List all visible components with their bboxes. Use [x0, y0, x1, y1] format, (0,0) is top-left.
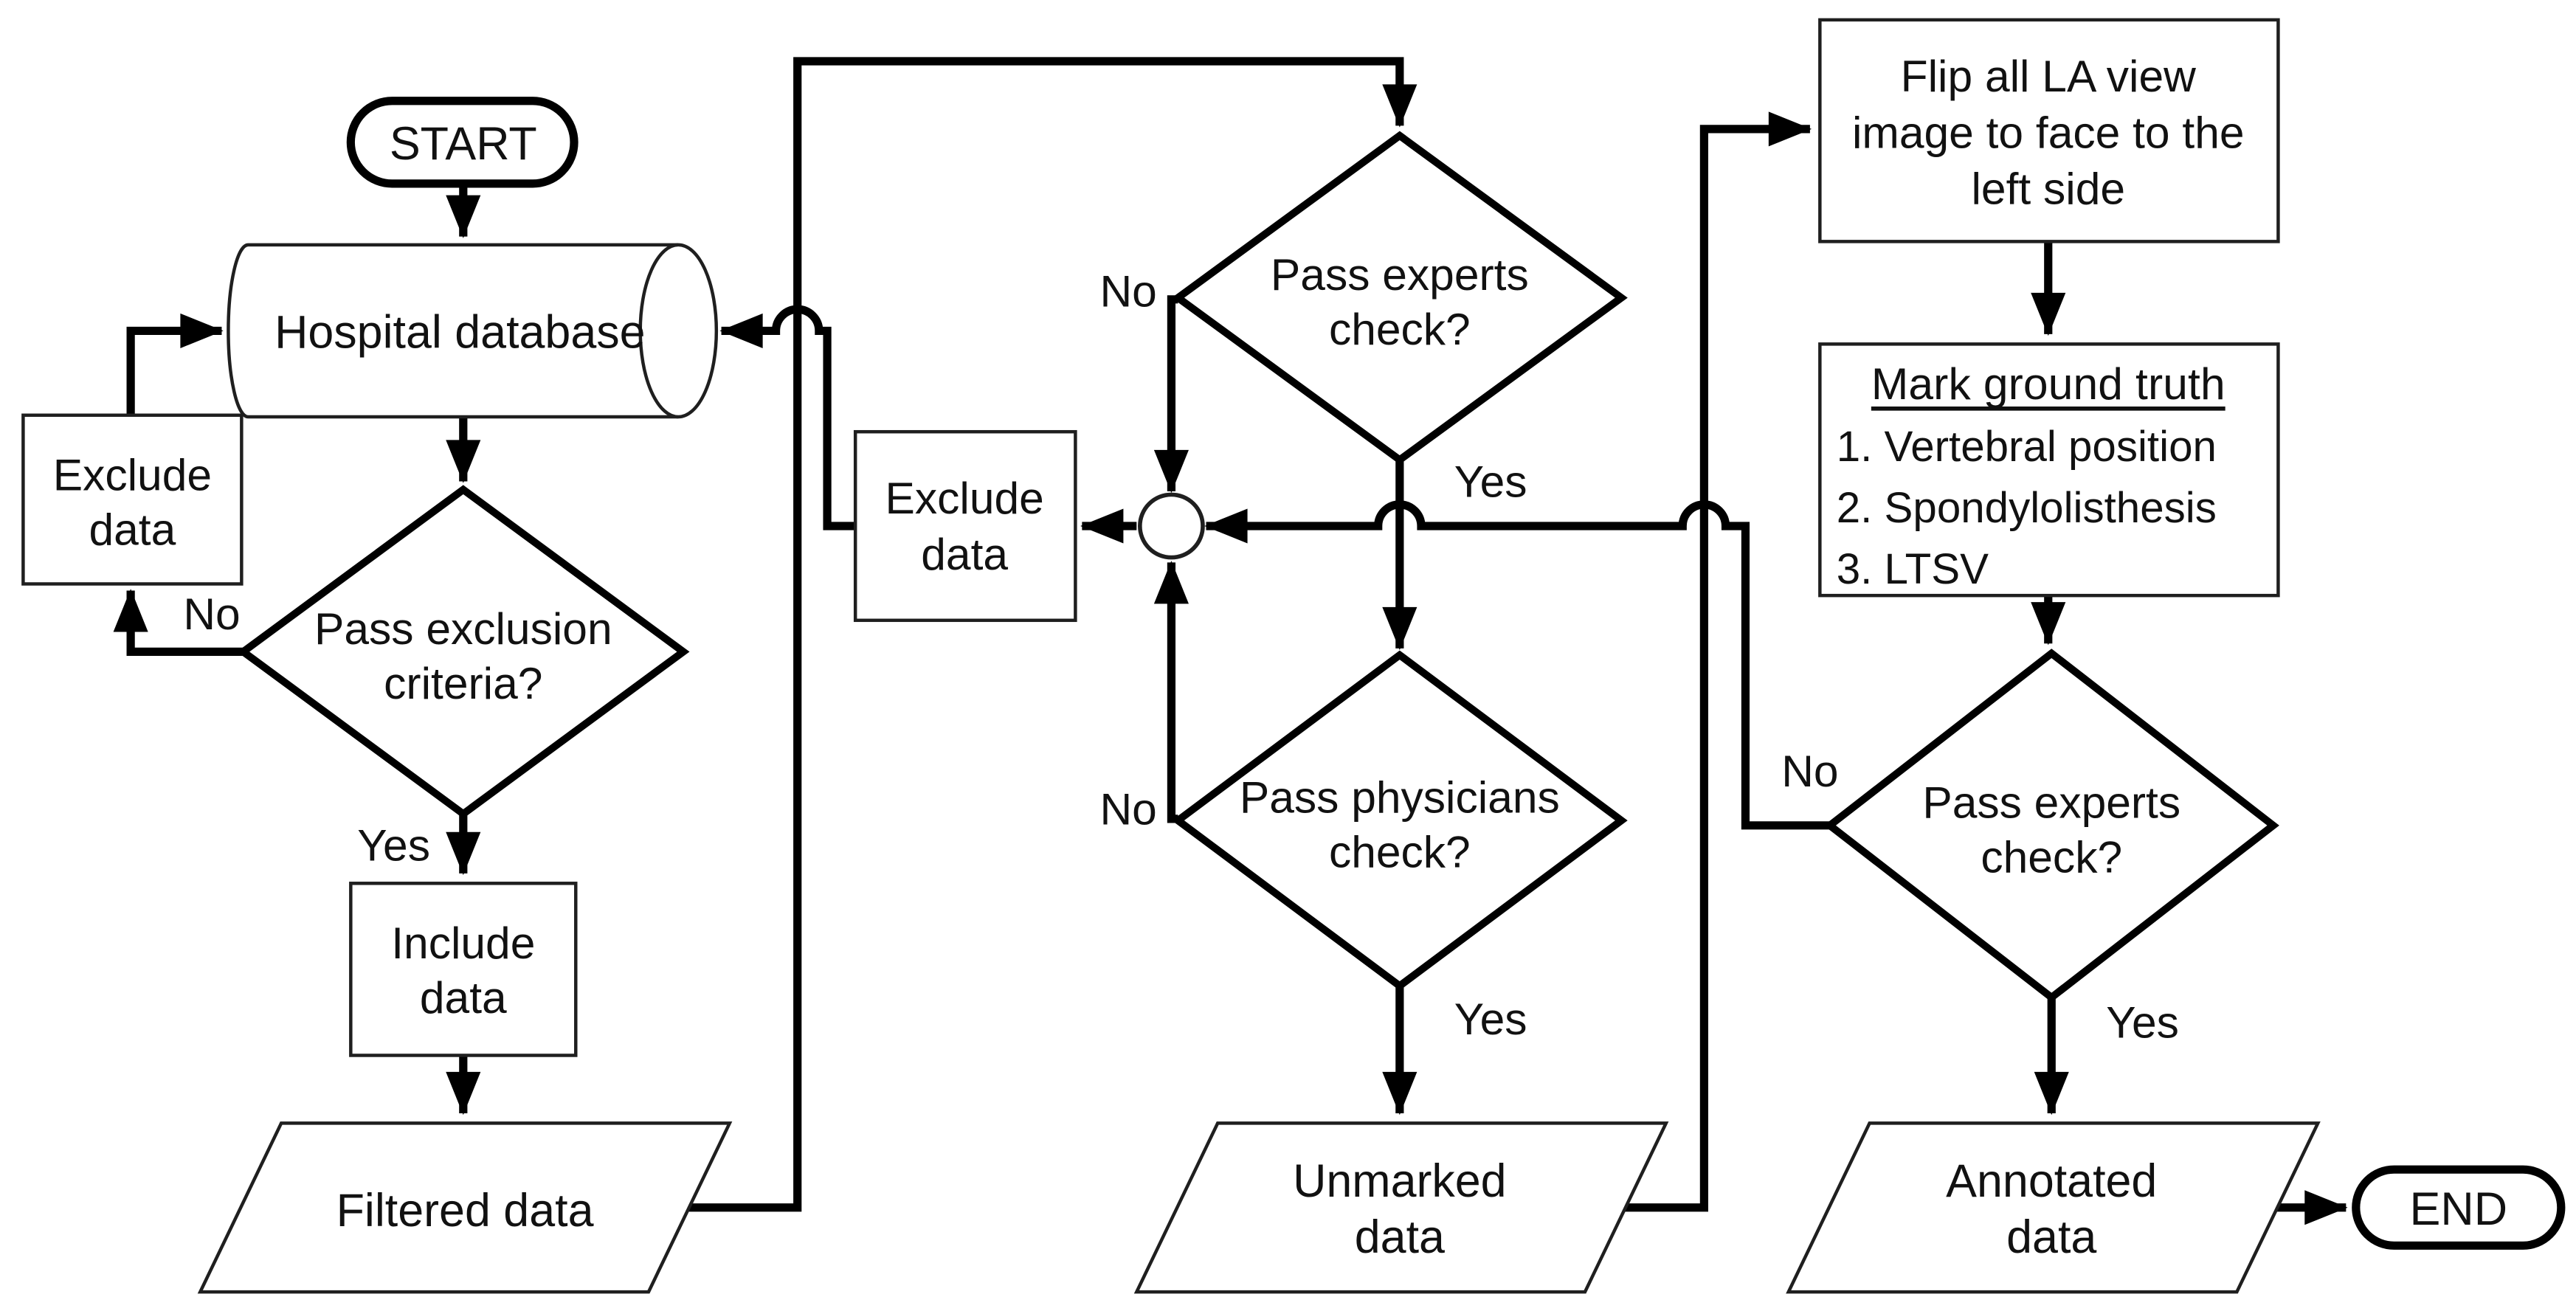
cylinder-cap: [638, 243, 719, 419]
filtered-data-label: Filtered data: [336, 1185, 594, 1237]
unmarked-line1: Unmarked: [1293, 1155, 1507, 1207]
hospital-database-label: Hospital database: [274, 307, 645, 359]
label-physicians-no: No: [1099, 784, 1156, 834]
unmarked-line2: data: [1355, 1211, 1445, 1263]
mark-ground-truth-node: [1818, 342, 2280, 598]
end-node: [2352, 1165, 2566, 1250]
flip-la-view-node: [1818, 18, 2280, 243]
annotated-line1: Annotated: [1946, 1155, 2157, 1207]
mark-item-1: 1. Vertebral position: [1837, 423, 2217, 471]
pass-exclusion-criteria-node: [237, 485, 690, 819]
edge-unmarked-to-flip: [1624, 111, 1812, 1212]
experts2-line1: Pass experts: [1922, 777, 2180, 827]
experts2-line2: check?: [1981, 831, 2122, 882]
exclusion-line1: Pass exclusion: [314, 603, 612, 654]
label-exclusion-yes: Yes: [357, 820, 430, 871]
edge-physicians-no-to-junction: [1153, 561, 1189, 823]
experts1-line2: check?: [1329, 304, 1471, 354]
experts1-line1: Pass experts: [1271, 249, 1529, 300]
label-experts2-yes: Yes: [2106, 997, 2179, 1048]
mark-item-3: 3. LTSV: [1837, 545, 1989, 593]
exclude-mid-line2: data: [921, 529, 1008, 579]
edge-exclude-mid-to-database: [719, 305, 856, 530]
label-experts1-yes: Yes: [1454, 456, 1527, 506]
exclude-left-line2: data: [89, 504, 176, 554]
label-physicians-yes: Yes: [1454, 994, 1527, 1044]
pass-experts-check-1-node: [1171, 131, 1628, 465]
pass-physicians-check-node: [1171, 650, 1628, 991]
hospital-database-node: Hospital database: [227, 243, 719, 419]
annotated-line2: data: [2006, 1211, 2096, 1263]
annotated-data-node: [1786, 1121, 2321, 1294]
mark-item-2: 2. Spondylolisthesis: [1837, 484, 2217, 532]
flip-line3: left side: [1971, 164, 2125, 214]
exclude-data-left-node: [21, 413, 244, 586]
edge-experts2-no-to-junction: [1204, 500, 1830, 830]
start-node: [346, 97, 579, 188]
flip-line1: Flip all LA view: [1901, 51, 2197, 101]
exclude-left-line1: Exclude: [53, 449, 212, 499]
include-line2: data: [420, 972, 507, 1023]
label-experts2-no: No: [1781, 746, 1838, 796]
exclude-mid-line1: Exclude: [885, 473, 1044, 523]
end-label: END: [2410, 1183, 2508, 1235]
physicians-line2: check?: [1329, 827, 1471, 877]
exclusion-line2: criteria?: [384, 658, 542, 708]
filtered-data-node: [197, 1121, 733, 1294]
physicians-line1: Pass physicians: [1240, 772, 1560, 823]
edge-exclusion-no-to-exclude-left: [113, 589, 244, 657]
edge-experts1-no-to-junction: [1153, 295, 1189, 494]
junction-circle: [1138, 492, 1205, 560]
edge-filtered-to-experts-check-1: [688, 57, 1418, 1212]
flip-line2: image to face to the: [1852, 107, 2245, 157]
unmarked-data-node: [1133, 1121, 1669, 1294]
exclude-data-mid-node: [853, 429, 1077, 623]
cylinder-body: [227, 243, 679, 419]
include-line1: Include: [391, 918, 535, 968]
mark-title: Mark ground truth: [1871, 359, 2225, 409]
pass-experts-check-2-node: [1823, 648, 2279, 1003]
start-label: START: [390, 118, 537, 170]
include-data-node: [349, 882, 578, 1057]
label-experts1-no: No: [1099, 266, 1156, 317]
label-exclusion-no: No: [183, 589, 240, 639]
edge-exclude-left-to-database: [126, 313, 224, 415]
